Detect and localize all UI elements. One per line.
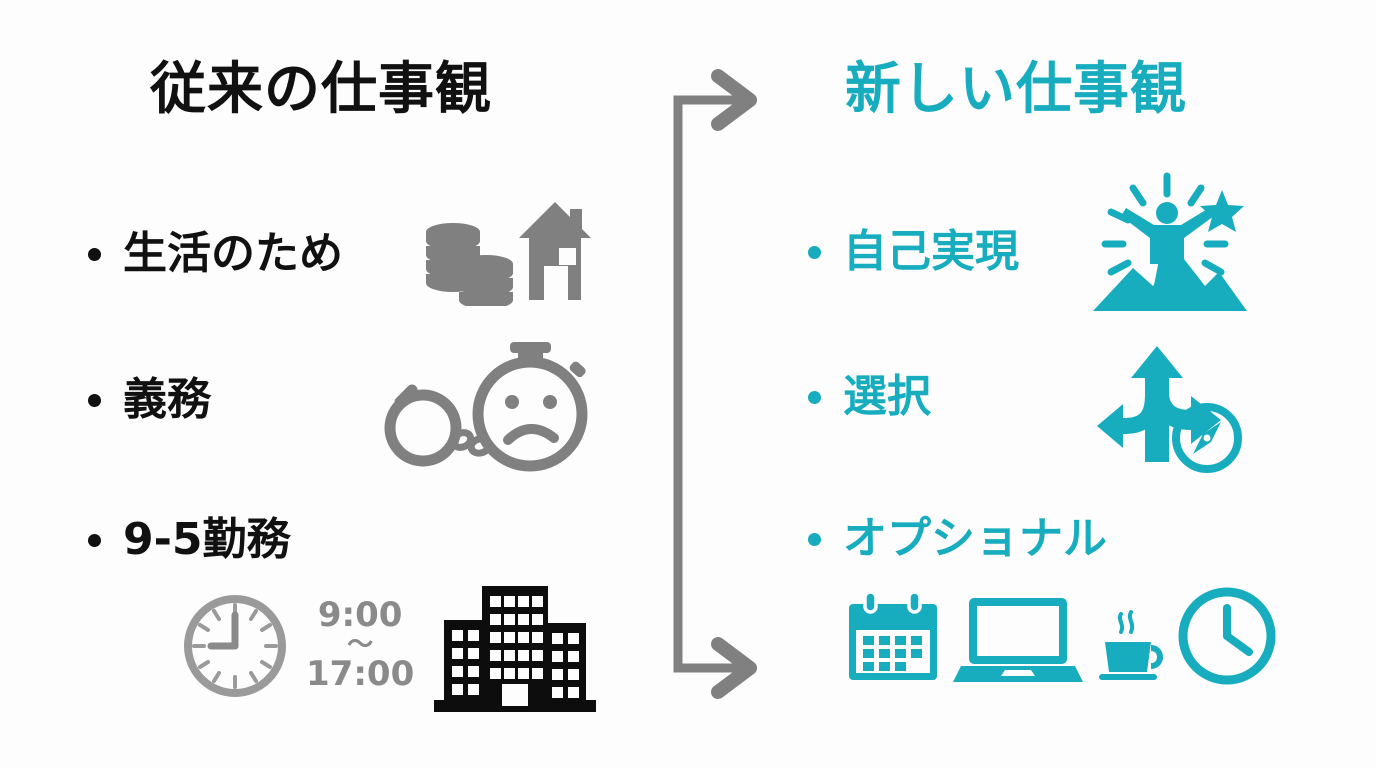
right-column-continued: 選択 オプショナル [790, 0, 1376, 768]
left-column: 従来の仕事観 生活のため [0, 0, 660, 768]
mountain-icon [1093, 250, 1247, 311]
right-bullet-item-2: 選択 [808, 375, 931, 419]
obligation-icon-group [378, 336, 598, 480]
house-icon [519, 202, 591, 300]
right-bullet-label-1: 自己実現 [843, 226, 1019, 277]
steam-icon [1117, 610, 1135, 634]
calendar-icon [849, 590, 937, 680]
minute-hand-icon [1223, 632, 1253, 656]
bullet-dot-icon [88, 393, 101, 407]
right-bullet-label-3: オプショナル [843, 513, 1107, 564]
frown-icon [503, 424, 559, 445]
right-bullet-label-2: 選択 [843, 371, 931, 422]
coins-and-house-icon [426, 202, 591, 309]
coins-stack-icon [426, 223, 513, 309]
choice-icon-group [1095, 334, 1255, 478]
work-hours-separator: 〜 [347, 629, 374, 660]
eye-icon [505, 395, 519, 409]
left-bullet-label-1: 生活のため [123, 228, 343, 279]
transition-arrow-icon [673, 69, 757, 699]
three-way-arrows-compass-icon [1097, 346, 1242, 473]
star-icon [1200, 190, 1244, 232]
sad-stopwatch-icon [472, 342, 588, 472]
bullet-dot-icon [88, 247, 101, 261]
bullet-dot-icon [808, 245, 821, 259]
coffee-cup-icon [1099, 610, 1163, 680]
work-hours-start: 9:00 [317, 595, 403, 636]
office-buildings-icon [434, 586, 597, 712]
transition-arrow [660, 60, 770, 704]
right-bullet-item-3: オプショナル [808, 517, 1107, 561]
arrowhead-top-icon [711, 69, 757, 131]
eye-icon [543, 395, 557, 409]
three-way-arrows-icon [1097, 346, 1221, 462]
left-bullet-label-3: 9-5勤務 [123, 514, 291, 565]
left-bullet-item-3: 9-5勤務 [88, 518, 291, 562]
work-hours-end: 17:00 [306, 654, 415, 695]
handcuff-sad-clock-icon [384, 342, 588, 472]
right-column: 新しい仕事観 自己実現 [790, 0, 1376, 768]
compass-icon [1172, 403, 1242, 473]
left-bullet-label-2: 義務 [123, 374, 211, 425]
arrowhead-bottom-icon [711, 637, 757, 699]
person-on-summit-icon [1093, 172, 1247, 311]
right-column-title: 新しい仕事観 [845, 57, 1187, 122]
handcuff-icon [384, 384, 462, 467]
work-hours-text: 9:00 〜 17:00 [306, 598, 414, 692]
wall-clock-icon [184, 594, 286, 697]
bullet-dot-icon [88, 533, 101, 547]
left-bullet-item-2: 義務 [88, 378, 211, 422]
clock-icon [1178, 587, 1276, 685]
bullet-dot-icon [808, 390, 821, 404]
left-column-title: 従来の仕事観 [150, 57, 492, 122]
right-bullet-item-1: 自己実現 [808, 230, 1019, 274]
left-bullet-item-1: 生活のため [88, 232, 343, 276]
flexible-work-icon-group [845, 586, 1277, 686]
money-house-icon-group [418, 196, 598, 310]
work-hours-icon-group: 9:00 〜 17:00 [180, 578, 600, 713]
self-actualization-icon-group [1085, 168, 1255, 322]
bullet-dot-icon [808, 532, 821, 546]
laptop-icon [953, 598, 1083, 682]
